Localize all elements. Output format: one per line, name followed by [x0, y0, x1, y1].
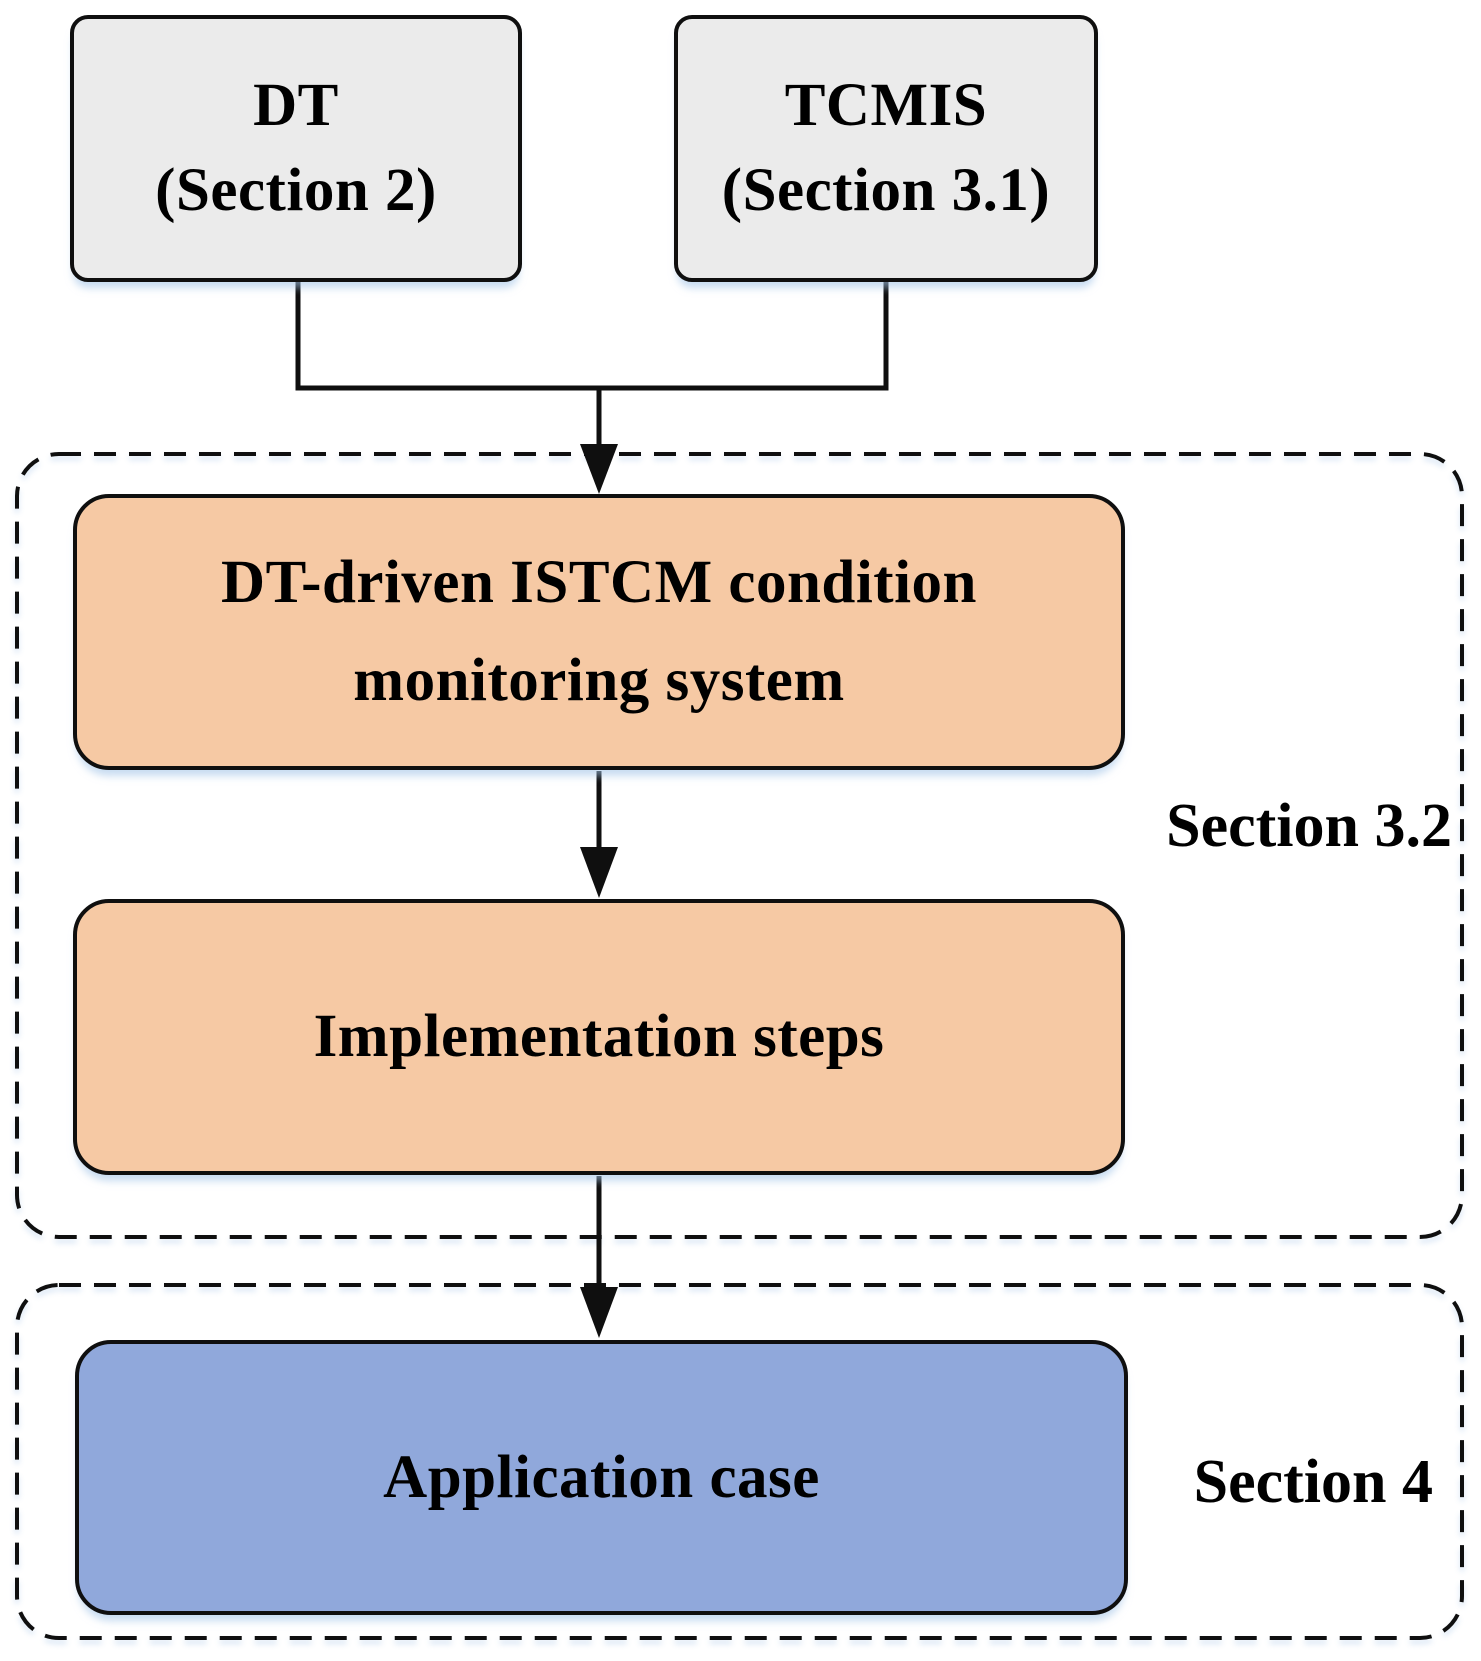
arrowhead-down-icon [580, 444, 618, 494]
section-3-2-container [15, 452, 1464, 1239]
node-implementation-label: Implementation steps [313, 1003, 885, 1071]
node-dt-line2: (Section 2) [155, 156, 437, 224]
node-application-label: Application case [383, 1443, 820, 1511]
node-monitoring-line2: monitoring system [353, 647, 845, 714]
arrowhead-down-icon [580, 847, 618, 898]
arrowhead-down-icon [580, 1287, 618, 1338]
node-tcmis-line1: TCMIS [784, 72, 988, 140]
node-dt: DT (Section 2) [70, 15, 522, 282]
node-application-case: Application case [75, 1340, 1128, 1615]
node-dt-line1: DT [253, 72, 339, 140]
node-monitoring-system: DT-driven ISTCM condition monitoring sys… [73, 494, 1125, 770]
node-monitoring-line1: DT-driven ISTCM condition [221, 549, 977, 617]
section-4-container [15, 1283, 1464, 1640]
node-tcmis: TCMIS (Section 3.1) [674, 15, 1098, 282]
section-4-label: Section 4 [1193, 1448, 1433, 1516]
section-3-2-label: Section 3.2 [1166, 792, 1452, 860]
node-tcmis-line2: (Section 3.1) [721, 156, 1051, 224]
node-implementation-steps: Implementation steps [73, 899, 1125, 1175]
